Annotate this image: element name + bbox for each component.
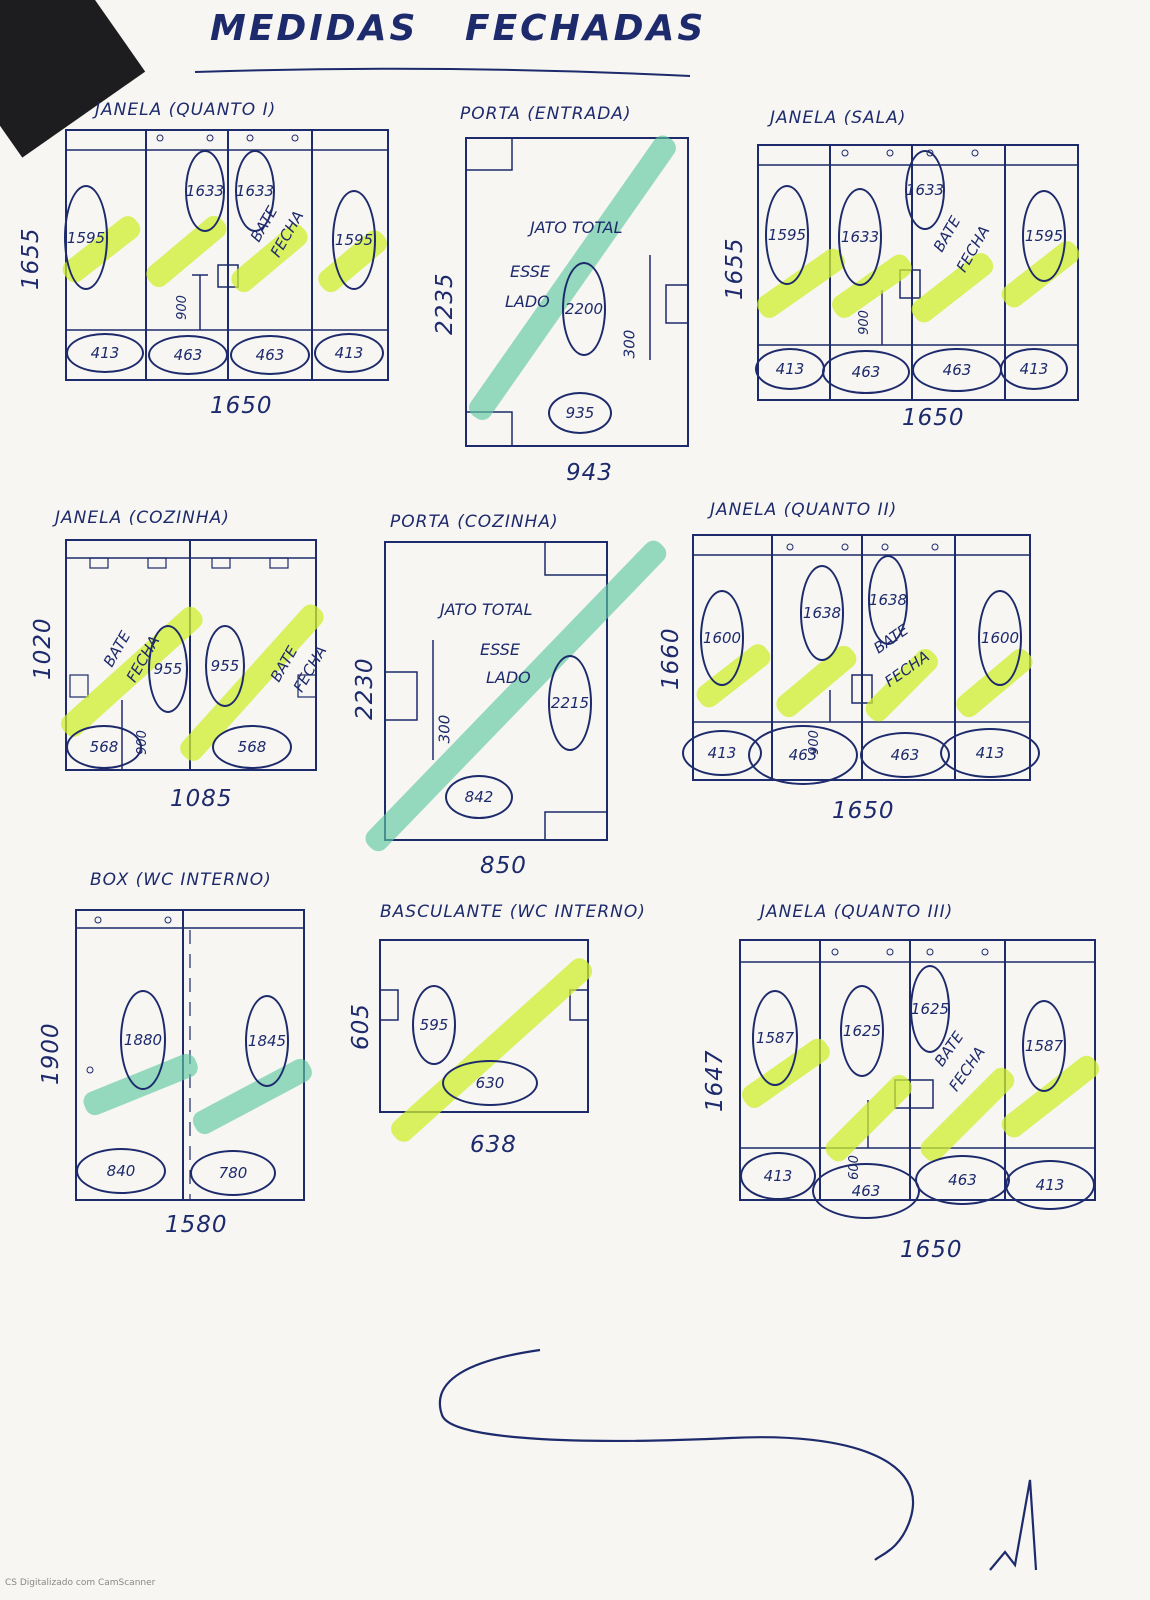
panel-height-oval: 1625 xyxy=(840,985,884,1077)
caption: JANELA (QUANTO III) xyxy=(760,902,954,922)
height-oval: 2215 xyxy=(548,655,592,751)
panel-width-oval: 463 xyxy=(822,350,910,394)
caption: BOX (WC INTERNO) xyxy=(90,870,272,890)
overall-width: 943 xyxy=(566,460,613,486)
overall-width: 1650 xyxy=(832,798,895,824)
panel-width-oval: 413 xyxy=(314,333,384,373)
overall-width: 1650 xyxy=(902,405,965,431)
panel-width-oval: 413 xyxy=(940,728,1040,778)
handwritten-signature xyxy=(438,1348,1038,1571)
width-oval: 842 xyxy=(445,775,513,819)
title-underline xyxy=(194,67,691,77)
overall-width: 1650 xyxy=(210,393,273,419)
caption: JANELA (QUANTO II) xyxy=(710,500,898,520)
note: JATO TOTAL xyxy=(440,600,533,619)
panel-height-oval: 1625 xyxy=(910,965,950,1053)
page-title: MEDIDAS FECHADAS xyxy=(210,8,707,49)
panel-height-oval: 1633 xyxy=(235,150,275,232)
panel-width-oval: 413 xyxy=(66,333,144,373)
panel-height-oval: 1600 xyxy=(978,590,1022,686)
panel-width-oval: 780 xyxy=(190,1150,276,1196)
width-oval: 935 xyxy=(548,392,612,434)
note: LADO xyxy=(486,668,531,687)
panel-width-oval: 463 xyxy=(748,725,858,785)
panel-width-oval: 463 xyxy=(230,335,310,375)
panel-height-oval: 1600 xyxy=(700,590,744,686)
note: ESSE xyxy=(510,262,550,281)
panel-width-oval: 413 xyxy=(1005,1160,1095,1210)
panel-width-oval: 568 xyxy=(212,725,292,769)
panel-height-oval: 1638 xyxy=(800,565,844,661)
height-oval: 2200 xyxy=(562,262,606,356)
overall-width: 1580 xyxy=(165,1212,228,1238)
door-outline xyxy=(465,137,689,447)
panel-height-oval: 1587 xyxy=(752,990,798,1086)
panel-height-oval: 1595 xyxy=(64,185,108,290)
panel-width-oval: 413 xyxy=(1000,348,1068,390)
note: JATO TOTAL xyxy=(530,218,623,237)
panel-height-oval: 1595 xyxy=(1022,190,1066,282)
panel-height-oval: 1633 xyxy=(905,150,945,230)
panel-height-oval: 1638 xyxy=(868,555,908,645)
panel-width-oval: 463 xyxy=(915,1155,1010,1205)
caption: PORTA (COZINHA) xyxy=(390,512,559,532)
panel-width-oval: 568 xyxy=(66,725,142,769)
basculante-outline xyxy=(379,939,589,1113)
overall-width: 638 xyxy=(470,1132,517,1158)
panel-height-oval: 955 xyxy=(148,625,188,713)
panel-height-oval: 1595 xyxy=(765,185,809,285)
caption: JANELA (COZINHA) xyxy=(55,508,230,528)
width-oval: 630 xyxy=(442,1060,538,1106)
caption: JANELA (QUANTO I) xyxy=(95,100,277,120)
panel-width-oval: 463 xyxy=(148,335,228,375)
caption: BASCULANTE (WC INTERNO) xyxy=(380,902,646,922)
caption: JANELA (SALA) xyxy=(770,108,907,128)
note: LADO xyxy=(505,292,550,311)
overall-width: 1650 xyxy=(900,1237,963,1263)
panel-height-oval: 1880 xyxy=(120,990,166,1090)
overall-height: 1647 xyxy=(702,1049,728,1112)
panel-height-oval: 1633 xyxy=(838,188,882,286)
overall-width: 1085 xyxy=(170,786,233,812)
panel-width-oval: 413 xyxy=(740,1152,816,1200)
panel-width-oval: 840 xyxy=(76,1148,166,1194)
height-oval: 595 xyxy=(412,985,456,1065)
panel-height-oval: 1587 xyxy=(1022,1000,1066,1092)
scanner-watermark: CS Digitalizado com CamScanner xyxy=(5,1578,156,1588)
door-outline xyxy=(384,541,608,841)
panel-width-oval: 463 xyxy=(812,1163,920,1219)
panel-height-oval: 1595 xyxy=(332,190,376,290)
panel-height-oval: 955 xyxy=(205,625,245,707)
panel-height-oval: 1845 xyxy=(245,995,289,1087)
overall-width: 850 xyxy=(480,853,527,879)
caption: PORTA (ENTRADA) xyxy=(460,104,632,124)
panel-height-oval: 1633 xyxy=(185,150,225,232)
note: ESSE xyxy=(480,640,520,659)
